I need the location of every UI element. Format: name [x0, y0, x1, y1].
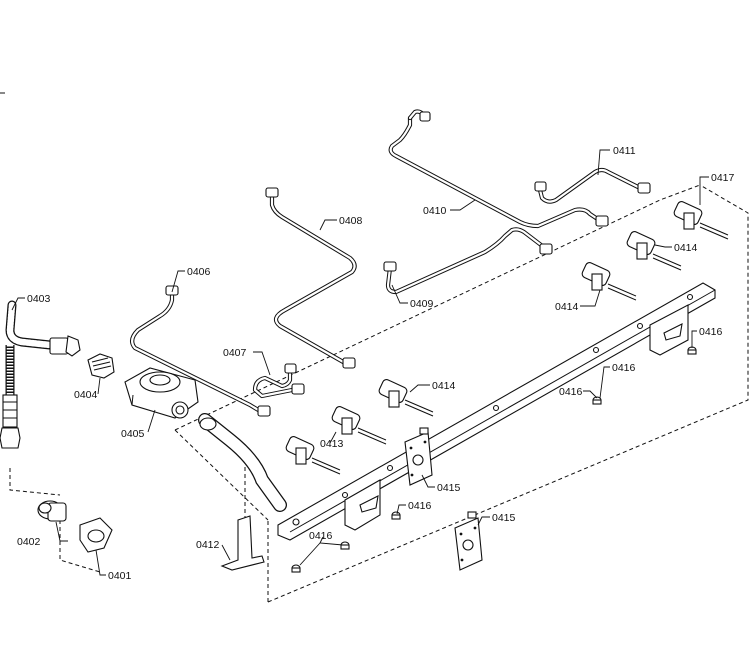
- valve-0414-a: [331, 406, 387, 445]
- ignition-switch-a: [404, 427, 433, 486]
- label-0416-e: 0416: [309, 530, 333, 542]
- label-0407: 0407: [223, 347, 247, 359]
- bracket-clip: [79, 517, 113, 553]
- label-0401: 0401: [108, 570, 132, 582]
- gas-pipe-0407: [252, 363, 305, 399]
- gas-pipe-0411: [534, 167, 651, 204]
- label-0417: 0417: [711, 172, 735, 184]
- valve-0417: [673, 201, 729, 240]
- nut-0416-a: [687, 346, 697, 355]
- label-0410: 0410: [423, 205, 447, 217]
- nut-0416-c: [391, 511, 401, 520]
- nut-0416-b: [592, 396, 602, 405]
- label-0403: 0403: [27, 293, 51, 305]
- label-0415-a: 0415: [437, 482, 461, 494]
- nut-0416-e: [291, 564, 301, 573]
- gas-pipe-0408: [265, 187, 357, 369]
- label-0414-c: 0414: [555, 301, 579, 313]
- gas-regulator: [124, 367, 199, 419]
- leader-lines: [11, 149, 709, 576]
- nut-0416-d: [340, 541, 350, 550]
- label-0415-b: 0415: [492, 512, 516, 524]
- label-0416-c: 0416: [559, 386, 583, 398]
- flex-hose: [0, 300, 81, 449]
- mounting-bracket: [220, 515, 265, 571]
- label-0409: 0409: [410, 298, 434, 310]
- label-0402: 0402: [17, 536, 41, 548]
- label-0405: 0405: [121, 428, 145, 440]
- manifold-inlet-pipe: [198, 413, 287, 512]
- valve-0414-d: [626, 231, 682, 271]
- label-0414-a: 0414: [432, 380, 456, 392]
- label-0406: 0406: [187, 266, 211, 278]
- label-0408: 0408: [339, 215, 363, 227]
- ignition-switch-b: [454, 511, 483, 571]
- label-0412: 0412: [196, 539, 220, 551]
- label-0416-d: 0416: [408, 500, 432, 512]
- valve-0414-c: [581, 262, 637, 301]
- gas-pipe-0410: [388, 109, 609, 229]
- valve-0413: [285, 436, 341, 475]
- label-0413: 0413: [320, 438, 344, 450]
- label-0416-a: 0416: [699, 326, 723, 338]
- burner-rail: [277, 282, 716, 541]
- elbow-fitting: [37, 500, 67, 522]
- label-0414-b: 0414: [674, 242, 698, 254]
- gas-pipe-0406: [130, 285, 271, 417]
- pipe-fitting: [87, 353, 115, 379]
- gas-pipe-0409: [383, 227, 553, 295]
- assembly-outline: [9, 184, 749, 603]
- label-0404: 0404: [74, 389, 98, 401]
- valve-0414-b: [378, 379, 434, 417]
- label-0411: 0411: [613, 145, 636, 157]
- label-0416-b: 0416: [612, 362, 636, 374]
